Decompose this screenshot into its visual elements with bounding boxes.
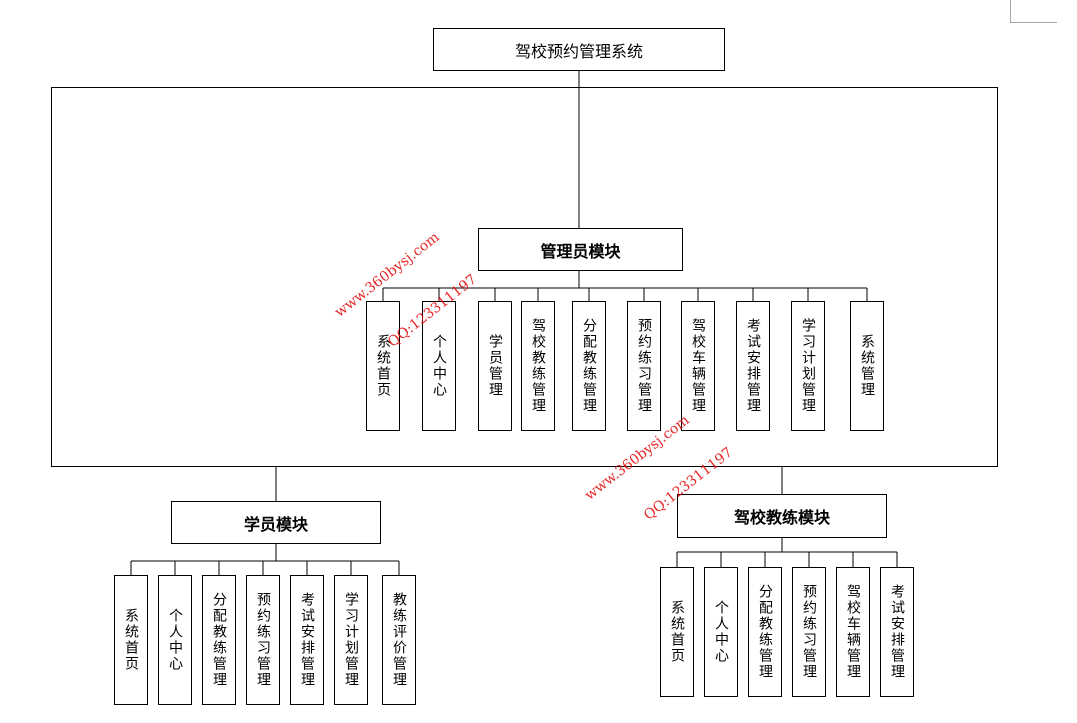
coach-item: 预约练习管理 [792, 567, 826, 697]
admin-item: 考试安排管理 [736, 301, 770, 431]
admin-module-node: 管理员模块 [478, 228, 683, 271]
coach-item: 驾校车辆管理 [836, 567, 870, 697]
student-item: 系统首页 [114, 575, 148, 705]
coach-item: 系统首页 [660, 567, 694, 697]
root-node: 驾校预约管理系统 [433, 28, 725, 71]
admin-item: 学员管理 [478, 301, 512, 431]
admin-item: 预约练习管理 [627, 301, 661, 431]
admin-item: 驾校车辆管理 [681, 301, 715, 431]
system-frame [51, 87, 998, 467]
student-item: 个人中心 [158, 575, 192, 705]
coach-module-node: 驾校教练模块 [677, 494, 887, 538]
coach-item: 分配教练管理 [748, 567, 782, 697]
admin-item: 系统首页 [366, 301, 400, 431]
student-module-node: 学员模块 [171, 501, 381, 544]
student-item: 分配教练管理 [202, 575, 236, 705]
student-item: 学习计划管理 [334, 575, 368, 705]
admin-item: 驾校教练管理 [521, 301, 555, 431]
admin-item: 系统管理 [850, 301, 884, 431]
student-item: 教练评价管理 [382, 575, 416, 705]
page-corner-mark [1010, 0, 1057, 23]
admin-item: 学习计划管理 [791, 301, 825, 431]
coach-item: 考试安排管理 [880, 567, 914, 697]
admin-item: 个人中心 [422, 301, 456, 431]
student-item: 考试安排管理 [290, 575, 324, 705]
student-item: 预约练习管理 [246, 575, 280, 705]
coach-item: 个人中心 [704, 567, 738, 697]
admin-item: 分配教练管理 [572, 301, 606, 431]
